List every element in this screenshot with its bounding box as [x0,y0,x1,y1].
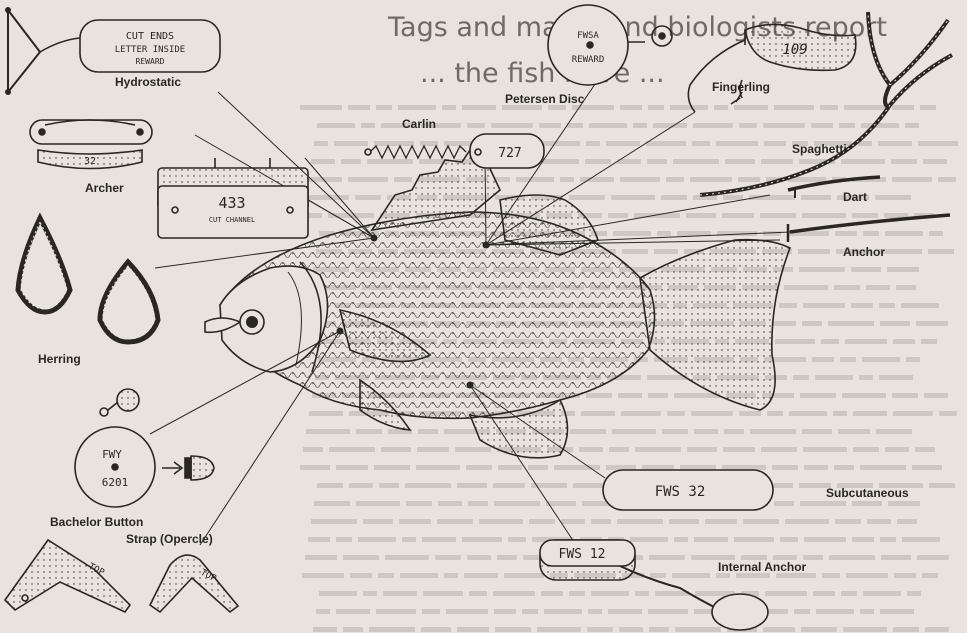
hydrostatic-text-3: REWARD [136,57,165,66]
internal-anchor-text: FWS 12 [559,547,606,562]
label-spaghetti: Spaghetti [792,142,847,156]
label-fingerling: Fingerling [712,80,770,94]
hydrostatic-tag: CUT ENDS LETTER INSIDE REWARD [5,7,220,95]
fish-eye [240,310,264,334]
label-hydrostatic: Hydrostatic [115,75,181,89]
bachelor-text-2: 6201 [102,476,129,489]
label-bachelor-button: Bachelor Button [50,515,143,529]
label-dart: Dart [843,190,867,204]
label-petersen-disc: Petersen Disc [505,92,585,106]
label-carlin: Carlin [402,117,436,131]
petersen-disc-tag [548,5,672,85]
fingerling-tag [688,24,856,112]
fingerling-number: 109 [782,42,807,58]
label-internal-anchor: Internal Anchor [718,560,807,574]
archer-number: 32 [84,156,96,167]
label-archer: Archer [85,181,124,195]
bachelor-text-1: FWY [102,448,122,461]
plate-subtext: CUT CHANNEL [209,216,255,224]
subcutaneous-text: FWS 32 [655,484,706,500]
plate-number: 433 [218,194,245,212]
bachelor-button-tag [75,389,214,507]
petersen-text-2: REWARD [572,55,605,65]
hydrostatic-text-1: CUT ENDS [126,31,174,42]
caudal-fin [640,240,790,410]
carlin-number: 727 [498,146,521,161]
petersen-text-1: FWSA [577,31,599,41]
label-strap: Strap (Opercle) [126,532,213,546]
label-herring: Herring [38,352,81,366]
herring-tag [18,218,158,342]
anchor-tag [788,215,950,242]
label-subcutaneous: Subcutaneous [826,486,909,500]
hydrostatic-text-2: LETTER INSIDE [115,45,185,55]
label-anchor: Anchor [843,245,885,259]
